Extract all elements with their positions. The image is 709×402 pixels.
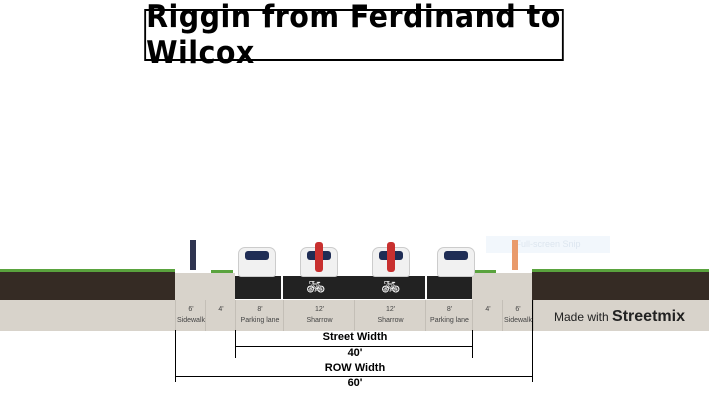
segment-label: Parking lane xyxy=(240,317,280,324)
segment-width: 6' xyxy=(188,306,194,313)
segment-width: 12' xyxy=(314,306,325,313)
cyclist-icon xyxy=(315,242,323,272)
sharrow-icon: 🚲︎ xyxy=(306,279,326,296)
snip-overlay: Full-screen Snip xyxy=(486,236,610,253)
sharrow-icon: 🚲︎ xyxy=(381,279,401,296)
streetmix-watermark: Made with Streetmix xyxy=(554,308,685,326)
segment-width: 4' xyxy=(218,306,224,313)
soil-right xyxy=(532,271,709,301)
row-width-value: 60' xyxy=(347,377,363,389)
segment-sharrow[interactable]: 12' Sharrow xyxy=(354,300,426,331)
row-width-line xyxy=(176,376,532,377)
segment-sidewalk[interactable]: 6' Sidewalk xyxy=(502,300,534,331)
grass-right xyxy=(532,269,709,272)
street-width-value: 40' xyxy=(347,347,363,359)
segment-parking-lane[interactable]: 8' Parking lane xyxy=(425,300,473,331)
sidewalk-right xyxy=(472,273,532,301)
soil-left xyxy=(0,271,175,301)
street-width-label: Street Width xyxy=(322,331,388,343)
segment-buffer[interactable]: 4' xyxy=(472,300,503,331)
row-width-label: ROW Width xyxy=(324,362,386,374)
parking-lane-right xyxy=(427,276,472,299)
car-icon xyxy=(238,247,276,277)
dimension-tick xyxy=(235,330,236,358)
car-icon xyxy=(437,247,475,277)
segment-width: 12' xyxy=(385,306,396,313)
segment-buffer[interactable]: 4' xyxy=(205,300,236,331)
dimension-tick xyxy=(532,300,533,382)
segment-label: Sharrow xyxy=(377,317,404,324)
pedestrian-icon xyxy=(512,240,518,270)
segment-sidewalk[interactable]: 6' Sidewalk xyxy=(175,300,206,331)
segment-sharrow[interactable]: 12' Sharrow xyxy=(283,300,355,331)
segment-label: Sharrow xyxy=(306,317,333,324)
sidewalk-left xyxy=(175,273,235,301)
segment-label: Parking lane xyxy=(430,317,469,324)
planter-right xyxy=(474,270,496,273)
segment-width: 8' xyxy=(446,306,453,313)
watermark-prefix: Made with xyxy=(554,310,609,324)
street-width-line xyxy=(236,346,472,347)
travel-lanes xyxy=(283,276,425,299)
segment-width: 8' xyxy=(257,306,263,313)
cyclist-icon xyxy=(387,242,395,272)
dimension-tick xyxy=(472,330,473,358)
segment-label: Sidewalk xyxy=(176,317,205,324)
parking-lane-left xyxy=(235,276,281,299)
segment-label: Sidewalk xyxy=(503,317,532,324)
grass-left xyxy=(0,269,175,272)
pedestrian-elderly-icon xyxy=(190,240,196,270)
segment-parking-lane[interactable]: 8' Parking lane xyxy=(235,300,284,331)
segment-width: 6' xyxy=(515,306,521,313)
planter-left xyxy=(211,270,233,273)
dimension-tick xyxy=(175,330,176,382)
watermark-brand: Streetmix xyxy=(612,308,685,325)
page-title: Riggin from Ferdinand to Wilcox xyxy=(144,0,564,71)
segment-width: 4' xyxy=(485,306,491,313)
